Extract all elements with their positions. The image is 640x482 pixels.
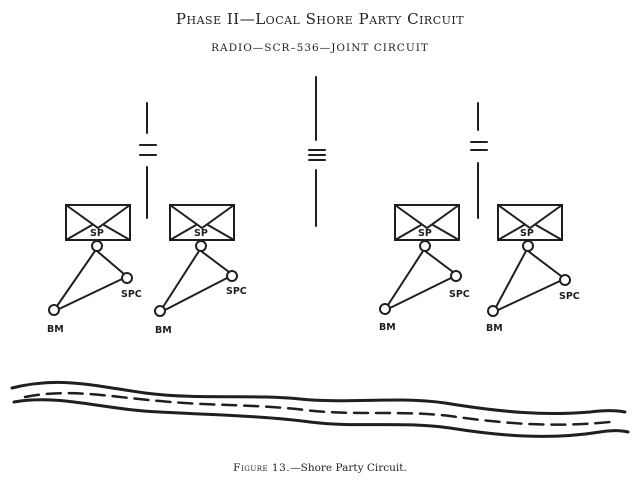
station-group-3 xyxy=(379,204,462,315)
page-title: Phase II—Local Shore Party Circuit xyxy=(175,10,465,28)
bm-label: BM xyxy=(486,323,503,334)
antenna-symbol-left xyxy=(139,102,157,219)
station-group-4 xyxy=(487,204,571,317)
station-group-1 xyxy=(48,204,133,316)
spc-label: SPC xyxy=(121,289,142,300)
sp-node xyxy=(91,240,103,252)
figure-label: Figure 13. xyxy=(233,462,291,474)
shoreline xyxy=(10,380,630,438)
sp-node xyxy=(195,240,207,252)
envelope-label: SP xyxy=(520,228,534,239)
bm-label: BM xyxy=(155,325,172,336)
antenna-symbol-center xyxy=(308,76,326,227)
bm-label: BM xyxy=(47,324,64,335)
sp-node xyxy=(419,240,431,252)
envelope-icon xyxy=(65,204,131,241)
page-subtitle: RADIO—SCR–536—JOINT CIRCUIT xyxy=(211,42,429,54)
envelope-icon xyxy=(394,204,460,241)
spc-label: SPC xyxy=(226,286,247,297)
bm-node xyxy=(379,303,391,315)
spc-node xyxy=(450,270,462,282)
envelope-icon xyxy=(497,204,563,241)
shoreline-bottom-line xyxy=(12,398,630,438)
spc-label: SPC xyxy=(449,289,470,300)
station-group-2 xyxy=(154,204,238,317)
bm-label: BM xyxy=(379,322,396,333)
envelope-icon xyxy=(169,204,235,241)
spc-node xyxy=(226,270,238,282)
shoreline-top-line xyxy=(10,380,627,416)
figure-caption: Figure 13.—Shore Party Circuit. xyxy=(0,462,640,474)
envelope-label: SP xyxy=(194,228,208,239)
shoreline-dashed-line xyxy=(23,391,612,426)
spc-label: SPC xyxy=(559,291,580,302)
sp-node xyxy=(522,240,534,252)
envelope-label: SP xyxy=(418,228,432,239)
antenna-symbol-right xyxy=(470,102,488,219)
envelope-label: SP xyxy=(90,228,104,239)
figure-caption-text: —Shore Party Circuit. xyxy=(290,462,407,474)
